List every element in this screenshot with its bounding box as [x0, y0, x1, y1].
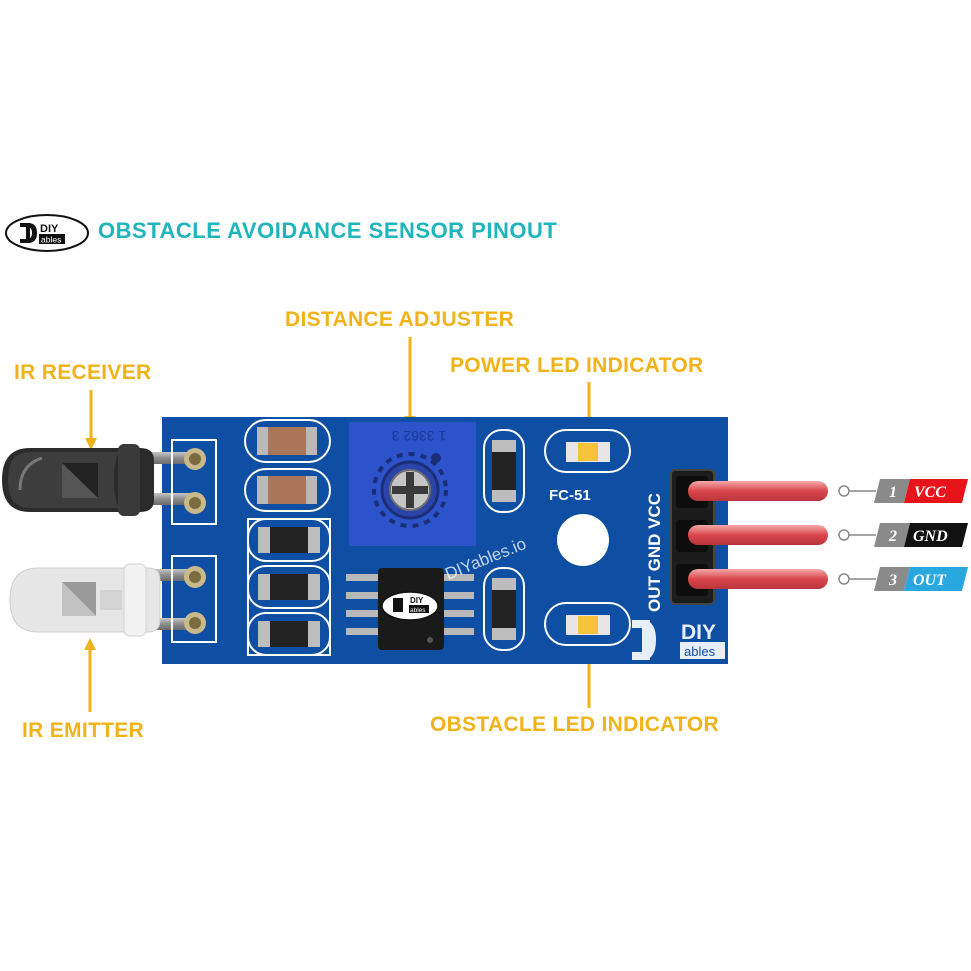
page-title: OBSTACLE AVOIDANCE SENSOR PINOUT	[98, 218, 558, 243]
pin-name-bg-1	[904, 479, 968, 503]
pin-label-2: 2 GND	[874, 523, 968, 547]
pin-label-1: 1 VCC	[874, 479, 968, 503]
smd-components	[244, 419, 525, 656]
ir-receiver-label: IR RECEIVER	[14, 361, 152, 384]
pin-number-2: 2	[888, 528, 897, 545]
pin-name-bg-3	[904, 567, 968, 591]
ir-emitter-led	[9, 563, 161, 637]
header-pins-label: OUT GND VCC	[645, 493, 664, 612]
pin-callouts	[838, 485, 876, 585]
board-brand-logo: DIY ables	[632, 620, 725, 660]
pot-marking: 1 3362 3	[392, 428, 447, 444]
board-brand-top: DIY	[681, 621, 716, 644]
comparator-chip: DIY ables	[346, 568, 474, 650]
logo-bottom-text: ables	[41, 235, 61, 245]
pin-number-1: 1	[889, 484, 897, 501]
ir-emitter-label: IR EMITTER	[22, 719, 144, 742]
logo-top-text: DIY	[40, 223, 59, 235]
board-brand-bottom: ables	[684, 644, 716, 659]
pin-number-3: 3	[888, 572, 897, 589]
obstacle-led	[544, 602, 631, 646]
mounting-hole	[557, 514, 609, 566]
pin-label-3: 3 OUT	[874, 567, 968, 591]
power-led-label: POWER LED INDICATOR	[450, 354, 704, 377]
ir-receiver-led	[2, 444, 154, 516]
power-led	[544, 429, 631, 473]
header-pins	[676, 476, 828, 596]
obstacle-led-label: OBSTACLE LED INDICATOR	[430, 713, 719, 736]
distance-adjuster-label: DISTANCE ADJUSTER	[285, 308, 515, 331]
model-label: FC-51	[549, 487, 591, 504]
pin-name-3: OUT	[913, 572, 947, 589]
pin-name-2: GND	[913, 528, 948, 545]
pin-name-1: VCC	[914, 484, 946, 501]
pin-name-bg-2	[904, 523, 968, 547]
distance-adjuster-potentiometer: 1 3362 3	[349, 422, 476, 546]
chip-logo-top: DIY	[410, 596, 424, 605]
chip-logo-bottom: ables	[410, 607, 426, 614]
led-pads	[171, 439, 217, 643]
diyables-logo: DIY ables	[5, 214, 89, 252]
